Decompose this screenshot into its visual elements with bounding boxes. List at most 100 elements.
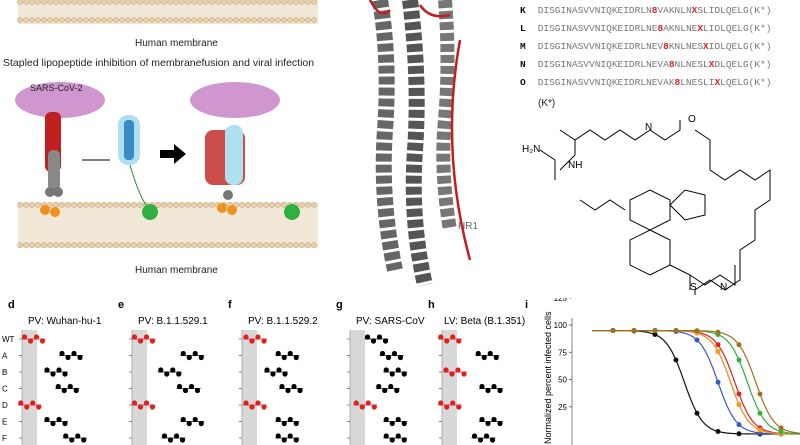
data-point	[479, 383, 485, 390]
panel-label: f	[228, 299, 232, 311]
data-point	[673, 328, 679, 334]
staple-residue-x: X	[691, 5, 698, 16]
data-point	[188, 383, 195, 390]
data-point	[33, 334, 40, 340]
row-label: D	[2, 401, 8, 410]
data-point	[36, 404, 42, 410]
data-point	[282, 371, 288, 377]
struct-nh: NH	[568, 160, 582, 171]
panel-label: g	[336, 299, 343, 311]
data-point	[364, 334, 371, 340]
lipid-anchor-icon	[284, 204, 300, 220]
data-point	[694, 328, 700, 334]
data-point	[471, 433, 478, 439]
inactive-band	[242, 330, 257, 445]
data-point	[382, 387, 388, 394]
data-point	[483, 433, 490, 439]
data-point	[167, 437, 174, 443]
kstar-label: (K*)	[538, 98, 556, 109]
data-point	[50, 371, 56, 377]
staple-residue-8: 8	[657, 23, 664, 34]
data-point	[376, 383, 382, 390]
sequence-text: NLNESL	[674, 59, 709, 70]
data-point	[137, 404, 144, 410]
data-point	[443, 367, 449, 373]
data-point	[293, 437, 299, 443]
row-label: A	[2, 352, 8, 361]
data-point	[715, 348, 721, 354]
row-label: E	[2, 418, 7, 427]
data-point	[21, 334, 28, 340]
spike-stalk-icon	[48, 150, 60, 190]
data-point	[385, 354, 392, 361]
virus-membrane	[190, 82, 280, 118]
panel-label: d	[8, 299, 15, 311]
data-point	[75, 433, 81, 439]
data-point	[281, 437, 287, 443]
data-point	[27, 338, 34, 344]
virus-label: SARS-CoV-2	[30, 83, 83, 93]
staple-residue-x: X	[697, 23, 704, 34]
sequence-text: LIDLQELG(K*)	[703, 23, 772, 34]
big-arrow-icon	[160, 144, 186, 164]
data-point	[715, 342, 721, 348]
data-point	[497, 387, 503, 394]
data-point	[456, 404, 462, 410]
data-point	[383, 367, 389, 373]
sequence-text: VAKNLN	[657, 5, 692, 16]
data-point	[161, 433, 168, 439]
data-point	[353, 400, 359, 406]
data-point	[24, 404, 30, 410]
data-point	[182, 387, 189, 394]
struct-o: O	[688, 114, 696, 125]
data-point	[444, 338, 450, 344]
data-point	[158, 367, 164, 373]
data-point	[485, 387, 491, 394]
data-point	[81, 437, 87, 443]
data-point	[778, 425, 784, 431]
sequence-id: K	[520, 5, 526, 16]
data-point	[673, 357, 679, 363]
row-label: WT	[2, 335, 15, 344]
data-point	[652, 332, 658, 338]
panel-label: i	[525, 299, 528, 311]
data-point	[297, 387, 303, 394]
data-point	[389, 420, 395, 427]
sequence-text: DISGINASVVNIQKEIDRLNEVA	[537, 59, 669, 70]
data-point	[186, 420, 192, 427]
staple-residue-x: X	[703, 41, 709, 52]
panel-title: PV: B.1.1.529.2	[248, 316, 318, 327]
panel-title: LV: Beta (B.1.351)	[444, 316, 525, 327]
data-point	[479, 416, 485, 423]
data-point	[491, 383, 497, 390]
membrane-label-bottom: Human membrane	[135, 265, 218, 276]
data-point	[39, 338, 46, 344]
data-point	[293, 354, 299, 361]
chemical-structure: H₂N NH N O N S	[522, 114, 771, 295]
data-point	[18, 400, 24, 406]
data-point	[736, 357, 742, 363]
data-point	[287, 350, 293, 357]
data-point	[243, 334, 249, 340]
data-point	[71, 350, 77, 357]
data-point	[389, 437, 395, 443]
staple-residue-8: 8	[651, 5, 658, 16]
data-point	[736, 342, 742, 348]
data-point	[391, 350, 398, 357]
row-label: B	[2, 368, 7, 377]
staple-residue-8: 8	[663, 41, 669, 52]
data-point	[131, 334, 138, 340]
membrane-top	[17, 0, 318, 24]
sequence-id: L	[520, 23, 526, 34]
data-point	[261, 404, 267, 410]
struct-n: N	[720, 282, 727, 293]
data-point	[198, 354, 204, 361]
curve-brown	[592, 329, 800, 434]
struct-n: N	[645, 122, 652, 133]
data-point	[176, 371, 182, 377]
data-point	[401, 371, 407, 377]
data-point	[67, 383, 73, 390]
data-point	[143, 334, 150, 340]
